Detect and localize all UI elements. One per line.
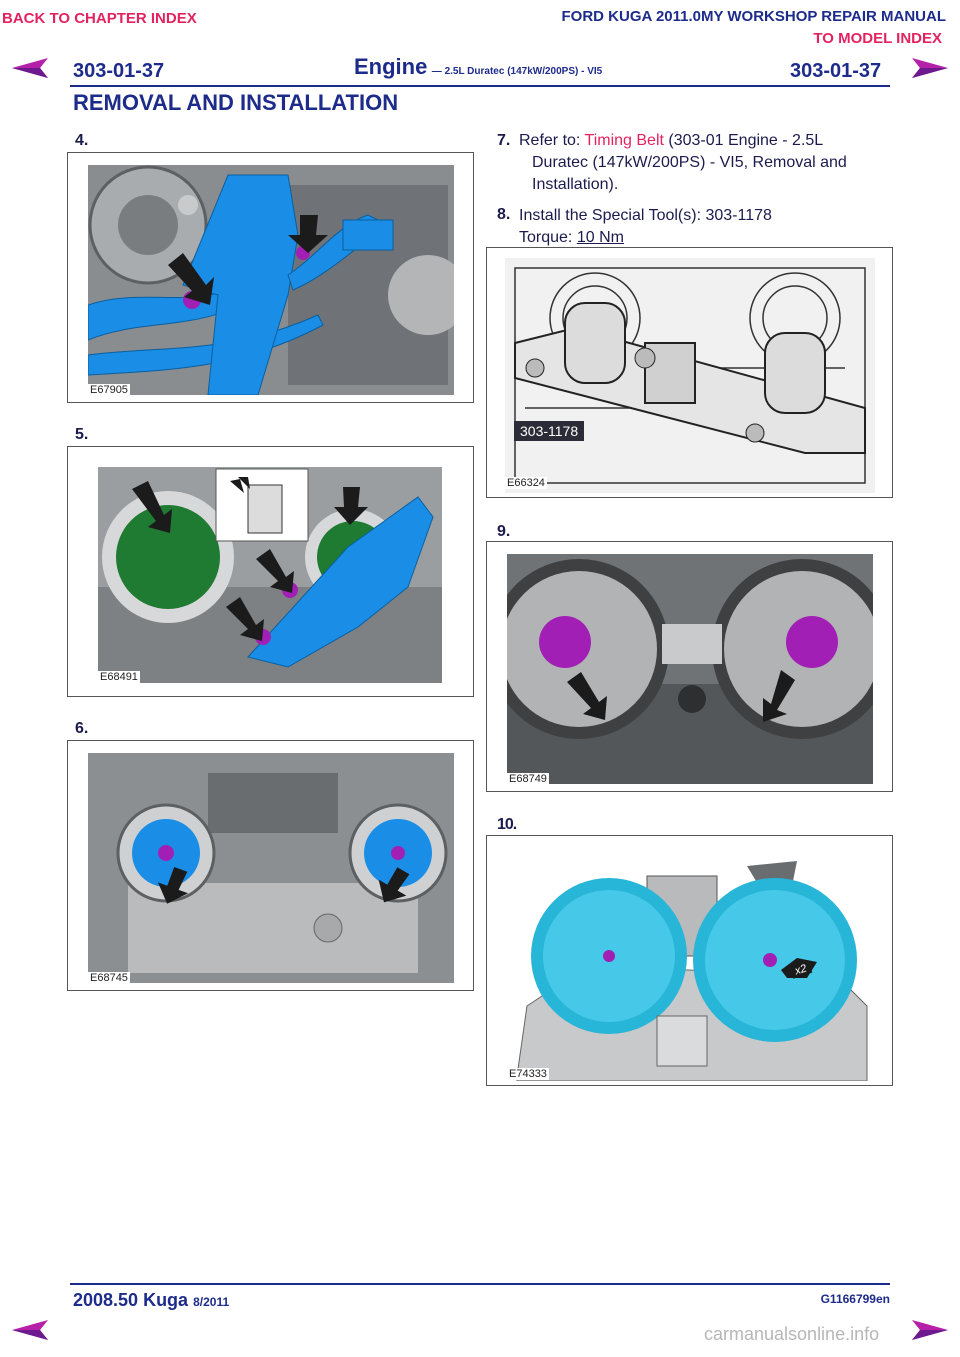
special-tool-illustration xyxy=(505,258,875,493)
figure-label: E67905 xyxy=(88,384,130,396)
engine-illustration xyxy=(507,554,873,784)
engine-photo xyxy=(507,554,873,784)
previous-page-arrow-icon[interactable] xyxy=(10,56,50,80)
footer-model-name: 2008.50 Kuga xyxy=(73,1290,189,1310)
engine-illustration xyxy=(98,467,442,683)
section-title: REMOVAL AND INSTALLATION xyxy=(73,90,399,115)
figure-e68749: E68749 xyxy=(486,541,893,792)
figure-e68745: E68745 xyxy=(67,740,474,991)
step-8-number: 8. xyxy=(497,206,511,223)
figure-e67905: E67905 xyxy=(67,152,474,403)
document-id: G1166799en xyxy=(820,1292,890,1306)
chapter-title: Engine xyxy=(354,54,428,79)
engine-photo xyxy=(98,467,442,683)
torque-line: Torque: 10 Nm xyxy=(519,227,624,249)
figure-label: E68491 xyxy=(98,671,140,683)
engine-render xyxy=(507,856,873,1081)
chapter-subtitle: — 2.5L Duratec (147kW/200PS) - VI5 xyxy=(431,66,603,77)
engine-illustration xyxy=(88,753,454,983)
step-6-number: 6. xyxy=(75,720,89,737)
figure-label: E68745 xyxy=(88,972,130,984)
reference-text-1: (303-01 Engine - 2.5L xyxy=(668,132,824,149)
next-page-arrow-icon[interactable] xyxy=(910,1318,950,1342)
reference-text-3: Installation). xyxy=(532,176,619,193)
previous-page-arrow-icon[interactable] xyxy=(10,1318,50,1342)
figure-label: E66324 xyxy=(505,477,547,489)
refer-to-label: Refer to: xyxy=(519,132,581,149)
reference-text-2: Duratec (147kW/200PS) - VI5, Removal and xyxy=(532,154,847,171)
step-8-text: Install the Special Tool(s): 303-1178 xyxy=(519,207,772,224)
next-page-arrow-icon[interactable] xyxy=(910,56,950,80)
chapter-heading: Engine — 2.5L Duratec (147kW/200PS) - VI… xyxy=(354,54,602,80)
step-7-number: 7. xyxy=(497,132,511,149)
step-5-number: 5. xyxy=(75,426,89,443)
engine-illustration xyxy=(507,856,873,1081)
special-tool-drawing xyxy=(505,258,875,493)
back-to-chapter-index-link[interactable]: BACK TO CHAPTER INDEX xyxy=(2,10,197,27)
tool-callout: 303-1178 xyxy=(514,421,585,441)
figure-label: E68749 xyxy=(507,773,549,785)
figure-e66324: 303-1178 E66324 xyxy=(486,247,893,498)
header-rule xyxy=(70,85,890,87)
page-number-left: 303-01-37 xyxy=(73,60,165,82)
engine-illustration xyxy=(88,165,454,395)
page-number-right: 303-01-37 xyxy=(790,60,882,82)
footer-date: 8/2011 xyxy=(193,1295,230,1309)
torque-label: Torque: xyxy=(519,229,573,246)
figure-label: E74333 xyxy=(507,1068,549,1080)
footer-rule xyxy=(70,1283,890,1285)
torque-value: 10 Nm xyxy=(576,229,624,246)
footer-model: 2008.50 Kuga 8/2011 xyxy=(73,1290,229,1311)
engine-photo xyxy=(88,753,454,983)
engine-photo xyxy=(88,165,454,395)
watermark: carmanualsonline.info xyxy=(704,1324,880,1344)
timing-belt-link[interactable]: Timing Belt xyxy=(584,132,664,149)
figure-e68491: E68491 xyxy=(67,446,474,697)
figure-e74333: x2 E74333 xyxy=(486,835,893,1086)
manual-title: FORD KUGA 2011.0MY WORKSHOP REPAIR MANUA… xyxy=(561,8,947,25)
step-7-text: Refer to: Timing Belt (303-01 Engine - 2… xyxy=(519,130,899,152)
to-model-index-link[interactable]: TO MODEL INDEX xyxy=(813,30,942,47)
step-10-number: 10. xyxy=(497,816,517,833)
step-4-number: 4. xyxy=(75,132,89,149)
step-9-number: 9. xyxy=(497,523,511,540)
